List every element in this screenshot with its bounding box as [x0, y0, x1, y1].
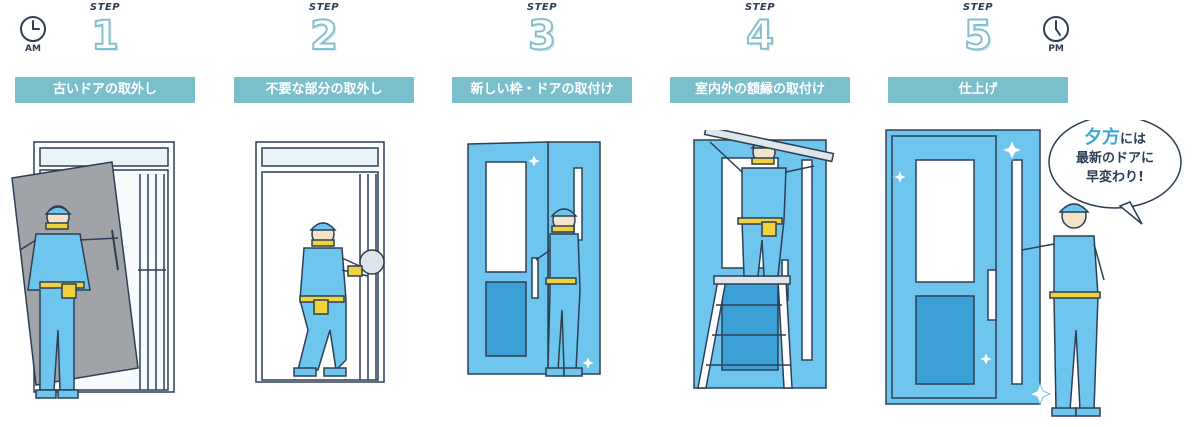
- step-1-title: 古いドアの取外し: [15, 77, 195, 103]
- scene-step-5: [885, 120, 1182, 417]
- clock-pm-icon: [1043, 16, 1069, 42]
- door-illustration: [467, 141, 601, 375]
- worker-illustration: [535, 208, 583, 377]
- step-2-title: 不要な部分の取外し: [234, 77, 414, 103]
- sparkle-icon: [525, 152, 597, 372]
- worker-illustration: [703, 130, 835, 277]
- clock-am-icon: [20, 16, 46, 42]
- step-4-title: 室内外の額縁の取付け: [670, 77, 850, 103]
- clock-am-label: AM: [25, 44, 41, 54]
- step-2-caption: STEP: [308, 2, 340, 13]
- scene-step-4: [693, 130, 835, 389]
- scene-step-1: [11, 141, 175, 399]
- step-2-number: 2: [309, 13, 339, 59]
- worker-illustration: [1021, 203, 1105, 417]
- scene-step-2: [255, 141, 385, 383]
- step-1-caption: STEP: [89, 2, 121, 13]
- step-4-number: 4: [745, 13, 775, 59]
- door-illustration: [885, 129, 1041, 405]
- step-5-caption: STEP: [962, 2, 994, 13]
- step-3-caption: STEP: [526, 2, 558, 13]
- speech-bubble-text: 夕方には 最新のドアに 早変わり!: [1055, 128, 1175, 187]
- bubble-line3: 早変わり!: [1086, 170, 1144, 185]
- step-5-title: 仕上げ: [888, 77, 1068, 103]
- step-1-number: 1: [90, 13, 120, 59]
- scene-step-3: [467, 141, 601, 377]
- step-4-caption: STEP: [744, 2, 776, 13]
- step-3-title: 新しい枠・ドアの取付け: [452, 77, 632, 103]
- step-3-number: 3: [527, 13, 557, 59]
- bubble-highlight: 夕方: [1083, 127, 1120, 148]
- step-5-number: 5: [963, 13, 993, 59]
- sparkle-icon: [891, 138, 1052, 406]
- worker-illustration: [293, 222, 385, 377]
- clock-pm-label: PM: [1048, 44, 1064, 54]
- worker-illustration: [19, 205, 119, 399]
- bubble-line1-rest: には: [1119, 132, 1146, 147]
- speech-bubble: [1048, 120, 1182, 225]
- ladder-icon: [697, 275, 793, 389]
- bubble-line2: 最新のドアに: [1075, 151, 1154, 166]
